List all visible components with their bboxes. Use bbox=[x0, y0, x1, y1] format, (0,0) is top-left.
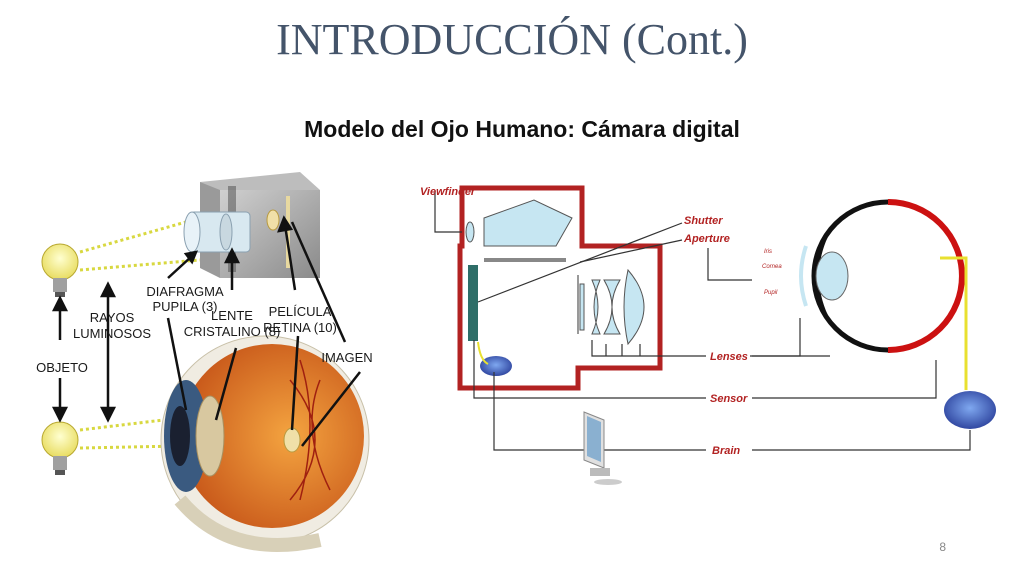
arrows-pointers bbox=[166, 215, 361, 447]
brain-small-icon bbox=[480, 356, 512, 376]
viewfinder-label: Viewfinder bbox=[420, 186, 476, 198]
slide-number: 8 bbox=[939, 540, 946, 554]
computer-monitor-icon bbox=[583, 411, 622, 485]
lightbulb-bottom-icon bbox=[41, 421, 79, 475]
aperture-label: Aperture bbox=[683, 233, 730, 245]
imagen-label: IMAGEN bbox=[321, 350, 372, 365]
pupil-label: Pupil bbox=[764, 290, 778, 296]
eyeball bbox=[799, 199, 968, 390]
cornea-label: Cornea bbox=[762, 264, 782, 270]
lens-group bbox=[579, 268, 645, 346]
shutter-label: Shutter bbox=[684, 215, 723, 227]
slide-subtitle: Modelo del Ojo Humano: Cámara digital bbox=[304, 116, 740, 142]
brain-large-icon bbox=[944, 391, 996, 429]
mirror bbox=[484, 258, 566, 262]
arrows-vertical bbox=[51, 281, 117, 423]
camera-outline bbox=[457, 185, 663, 391]
objeto-label: OBJETO bbox=[36, 360, 88, 375]
camera-box bbox=[200, 172, 320, 278]
iris-label: Iris bbox=[764, 249, 772, 255]
slide-title: INTRODUCCIÓN (Cont.) bbox=[276, 15, 748, 64]
viewfinder-eyepiece bbox=[465, 221, 475, 243]
brain-label: Brain bbox=[712, 445, 740, 457]
leader-lines bbox=[434, 190, 971, 451]
lenses-label: Lenses bbox=[710, 351, 748, 363]
viewfinder-prism bbox=[483, 199, 573, 247]
eye-cross-section bbox=[160, 335, 370, 552]
sensor-plate bbox=[468, 265, 478, 341]
lightbulb-top-icon bbox=[41, 243, 79, 297]
right-camera-eye-diagram: Viewfinder Shutter Aperture Lenses Senso… bbox=[420, 185, 996, 485]
sensor-label: Sensor bbox=[710, 393, 748, 405]
camera-lens bbox=[183, 211, 251, 253]
